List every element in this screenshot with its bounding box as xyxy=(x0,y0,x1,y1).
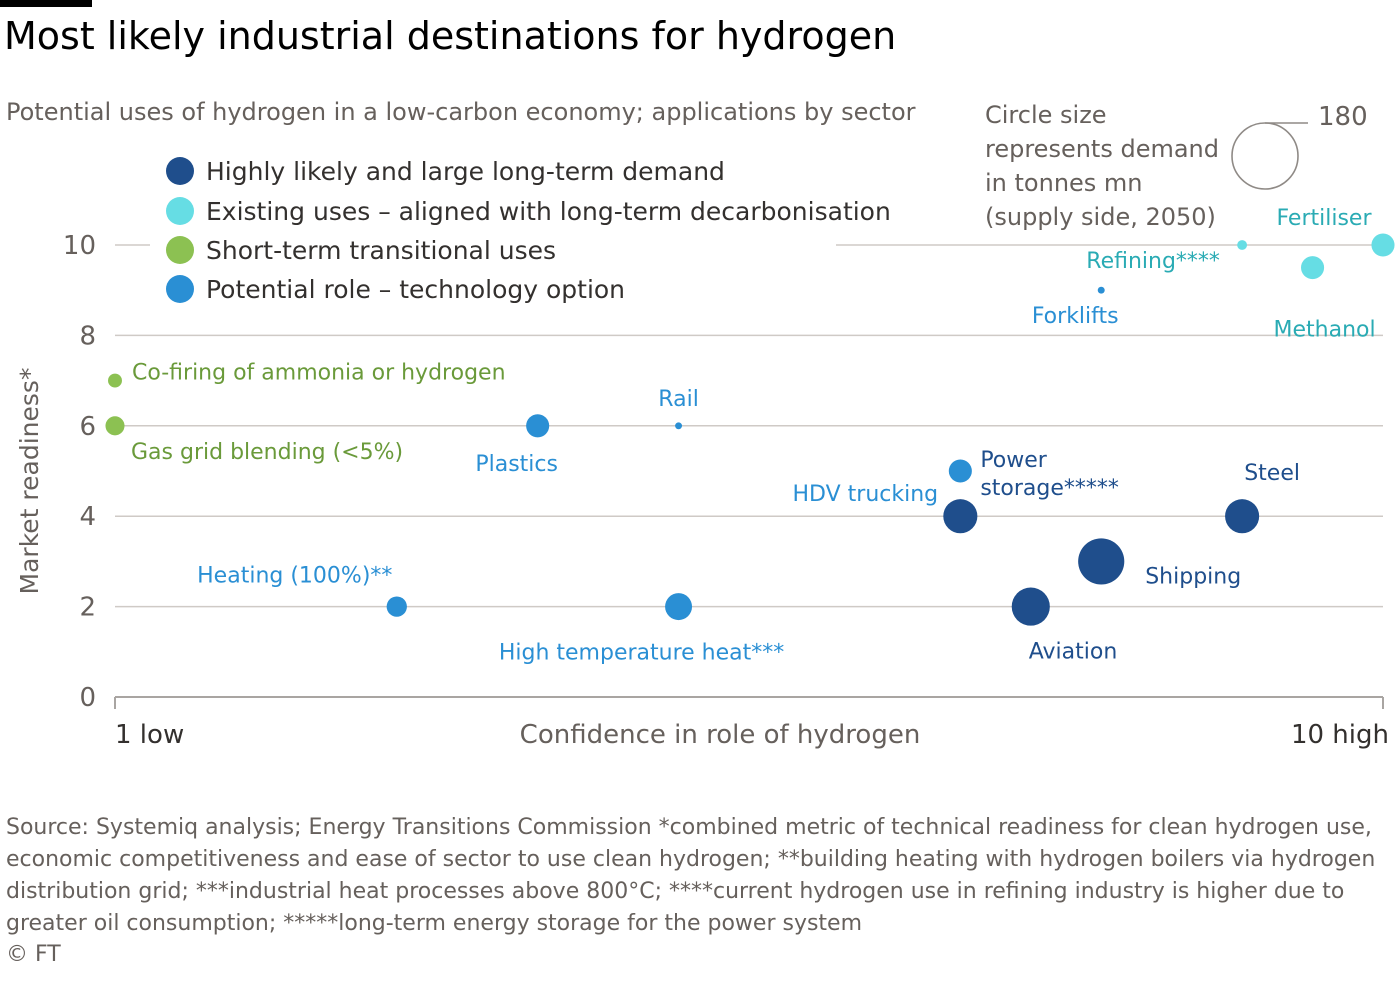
legend-item-highly-likely: Highly likely and large long-term demand xyxy=(166,154,725,188)
data-point xyxy=(526,414,550,438)
point-label: Co-firing of ammonia or hydrogen xyxy=(132,361,506,386)
y-tick-label: 2 xyxy=(79,593,96,623)
size-key-line: represents demand xyxy=(985,135,1219,163)
point-label: Fertiliser xyxy=(1276,206,1372,231)
size-key-circle xyxy=(1231,122,1299,190)
size-key-line: Circle size xyxy=(985,101,1107,129)
chart-title: Most likely industrial destinations for … xyxy=(4,14,897,58)
point-label: Methanol xyxy=(1274,318,1376,343)
data-point xyxy=(675,422,683,430)
size-key-line: in tonnes mn xyxy=(985,169,1143,197)
ft-brand-bar xyxy=(0,0,92,7)
data-point xyxy=(665,593,693,621)
y-axis-label: Market readiness* xyxy=(15,368,44,595)
data-point xyxy=(1078,538,1125,585)
scatter-chart: 0 2 4 6 8 10 1 low 10 high Confidence in role of… xyxy=(15,122,1395,750)
legend-dot-existing xyxy=(166,197,194,225)
legend-label: Highly likely and large long-term demand xyxy=(206,156,725,186)
legend-label: Short-term transitional uses xyxy=(206,235,557,265)
legend-dot-transitional xyxy=(166,236,194,264)
point-label: High temperature heat*** xyxy=(499,641,784,666)
size-key-value: 180 xyxy=(1318,102,1368,132)
y-tick-label: 0 xyxy=(79,683,96,713)
size-key-line: (supply side, 2050) xyxy=(985,203,1216,231)
copyright: © FT xyxy=(6,942,61,967)
legend-dot-highly-likely xyxy=(166,157,194,185)
x-tick-label-min: 1 low xyxy=(115,720,184,750)
data-point xyxy=(1097,286,1105,294)
data-point xyxy=(386,596,407,617)
data-point xyxy=(943,499,978,534)
x-axis-label: Confidence in role of hydrogen xyxy=(520,720,921,750)
legend-dot-potential xyxy=(166,275,194,303)
data-point xyxy=(108,373,122,388)
data-point xyxy=(1237,240,1248,250)
size-key: Circle size represents demand in tonnes … xyxy=(985,98,1219,234)
point-label: Gas grid blending (<5%) xyxy=(131,440,403,465)
data-point xyxy=(1225,499,1260,534)
point-label: Forklifts xyxy=(1032,304,1119,329)
point-label: Refining**** xyxy=(1086,249,1220,274)
source-note: Source: Systemiq analysis; Energy Transi… xyxy=(6,815,1376,936)
data-point xyxy=(1011,587,1050,626)
point-label: Rail xyxy=(658,387,699,412)
y-tick-label: 6 xyxy=(79,412,96,442)
x-tick-label-max: 10 high xyxy=(1291,720,1389,750)
point-label: Heating (100%)** xyxy=(197,564,392,589)
point-label: Plastics xyxy=(475,452,558,477)
y-tick-label: 8 xyxy=(79,321,96,351)
chart-subtitle: Potential uses of hydrogen in a low-carb… xyxy=(6,98,916,126)
point-label: Shipping xyxy=(1145,564,1241,589)
point-label: HDV trucking xyxy=(793,482,939,507)
data-point xyxy=(105,416,125,436)
point-label: Aviation xyxy=(1029,640,1118,665)
legend-label: Potential role – technology option xyxy=(206,274,626,304)
data-point xyxy=(1371,233,1395,257)
axis-layer: 0 2 4 6 8 10 1 low 10 high Confidence in role of… xyxy=(15,231,1389,750)
points-layer xyxy=(105,233,1395,626)
point-label: Steel xyxy=(1244,461,1300,486)
size-key-layer xyxy=(1231,122,1308,190)
grid-layer xyxy=(115,244,1383,698)
legend-label: Existing uses – aligned with long-term d… xyxy=(206,196,891,226)
data-point xyxy=(948,459,972,483)
y-tick-label: 4 xyxy=(79,502,96,532)
legend-item-transitional: Short-term transitional uses xyxy=(166,233,556,267)
data-point xyxy=(1301,256,1325,280)
legend-item-existing: Existing uses – aligned with long-term d… xyxy=(166,194,891,228)
legend-item-potential: Potential role – technology option xyxy=(166,272,625,306)
y-tick-label: 10 xyxy=(63,231,96,261)
